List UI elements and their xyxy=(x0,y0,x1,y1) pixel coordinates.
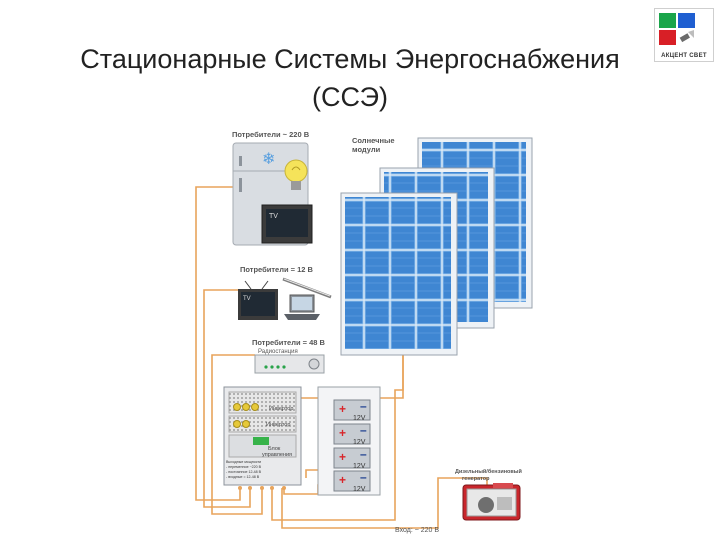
label-solar-line2: модули xyxy=(352,145,381,154)
tv-12v xyxy=(238,280,278,320)
generator-label-line2: генератор xyxy=(462,476,490,482)
wire-generator xyxy=(281,477,488,529)
battery-4: + – xyxy=(333,470,371,492)
battery-label-1: 12V xyxy=(353,415,366,422)
logo-green-square xyxy=(659,13,676,28)
fluorescent-lamp-icon xyxy=(282,277,332,299)
wire-48v xyxy=(211,354,263,515)
cabinet-terminals xyxy=(238,486,286,490)
battery-minus-icon: – xyxy=(360,447,367,461)
wire-battery-plus xyxy=(305,469,318,478)
label-consumers-48: Потребители = 48 В xyxy=(252,338,326,347)
battery-plus-icon: + xyxy=(339,473,346,487)
laptop-icon xyxy=(284,294,320,320)
radio-station xyxy=(254,354,325,374)
wire-solar-2 xyxy=(271,355,404,521)
label-consumers-220: Потребители ~ 220 В xyxy=(232,130,310,139)
cabinet-legend: Выходные мощности - переменное ~220 В - … xyxy=(226,460,262,479)
label-consumers-12: Потребители = 12 В xyxy=(240,265,314,274)
label-solar-line1: Солнечные xyxy=(352,136,395,145)
battery-label-2: 12V xyxy=(353,439,366,446)
company-logo: АКЦЕНТ СВЕТ xyxy=(654,8,714,62)
tv-label-220: TV xyxy=(269,213,278,220)
legend-line-2: - переменное ~220 В xyxy=(226,465,262,469)
lightbulb-icon xyxy=(284,159,308,190)
input-label: Вход: ~ 220 В xyxy=(395,527,439,534)
legend-line-1: Выходные мощности xyxy=(226,460,261,464)
control-cabinet xyxy=(223,386,302,486)
battery-plus-icon: + xyxy=(339,402,346,416)
wire-220v xyxy=(195,186,241,501)
battery-plus-icon: + xyxy=(339,426,346,440)
inverter-label-2: Инвертор xyxy=(266,422,290,428)
wire-12v xyxy=(203,289,251,508)
battery-plus-icon: + xyxy=(339,450,346,464)
battery-label-4: 12V xyxy=(353,486,366,493)
battery-3: + – xyxy=(333,447,371,469)
battery-minus-icon: – xyxy=(360,470,367,484)
snowflake-icon: ❄ xyxy=(262,151,275,168)
radio-station-label: Радиостанция xyxy=(258,349,298,355)
battery-1: + – xyxy=(333,399,371,421)
battery-2: + – xyxy=(333,423,371,445)
battery-minus-icon: – xyxy=(360,399,367,413)
logo-blue-square xyxy=(678,13,695,28)
legend-line-3: - постоянное 12-48 В xyxy=(226,470,262,474)
generator xyxy=(462,483,521,521)
inverter-label-1: Инвертор xyxy=(269,406,293,412)
control-block-line2: управления xyxy=(262,452,292,458)
solar-panel-front xyxy=(340,192,458,356)
battery-label-3: 12V xyxy=(353,463,366,470)
logo-red-square xyxy=(659,30,676,45)
logo-flashlight-icon xyxy=(679,30,694,43)
battery-minus-icon: – xyxy=(360,423,367,437)
control-block-line1: Блок xyxy=(268,446,281,452)
logo-text: АКЦЕНТ СВЕТ xyxy=(661,53,707,59)
title-line-1: Стационарные Системы Энергоснабжения xyxy=(80,44,620,74)
legend-line-4: - входные = 12-48 В xyxy=(226,475,260,479)
page-title: Стационарные Системы Энергоснабжения (СС… xyxy=(40,40,660,116)
tv-220 xyxy=(261,204,313,244)
title-line-2: (ССЭ) xyxy=(311,82,389,112)
tv-label-12v: TV xyxy=(243,296,251,302)
generator-label-line1: Дизельный/бензиновый xyxy=(455,468,522,475)
